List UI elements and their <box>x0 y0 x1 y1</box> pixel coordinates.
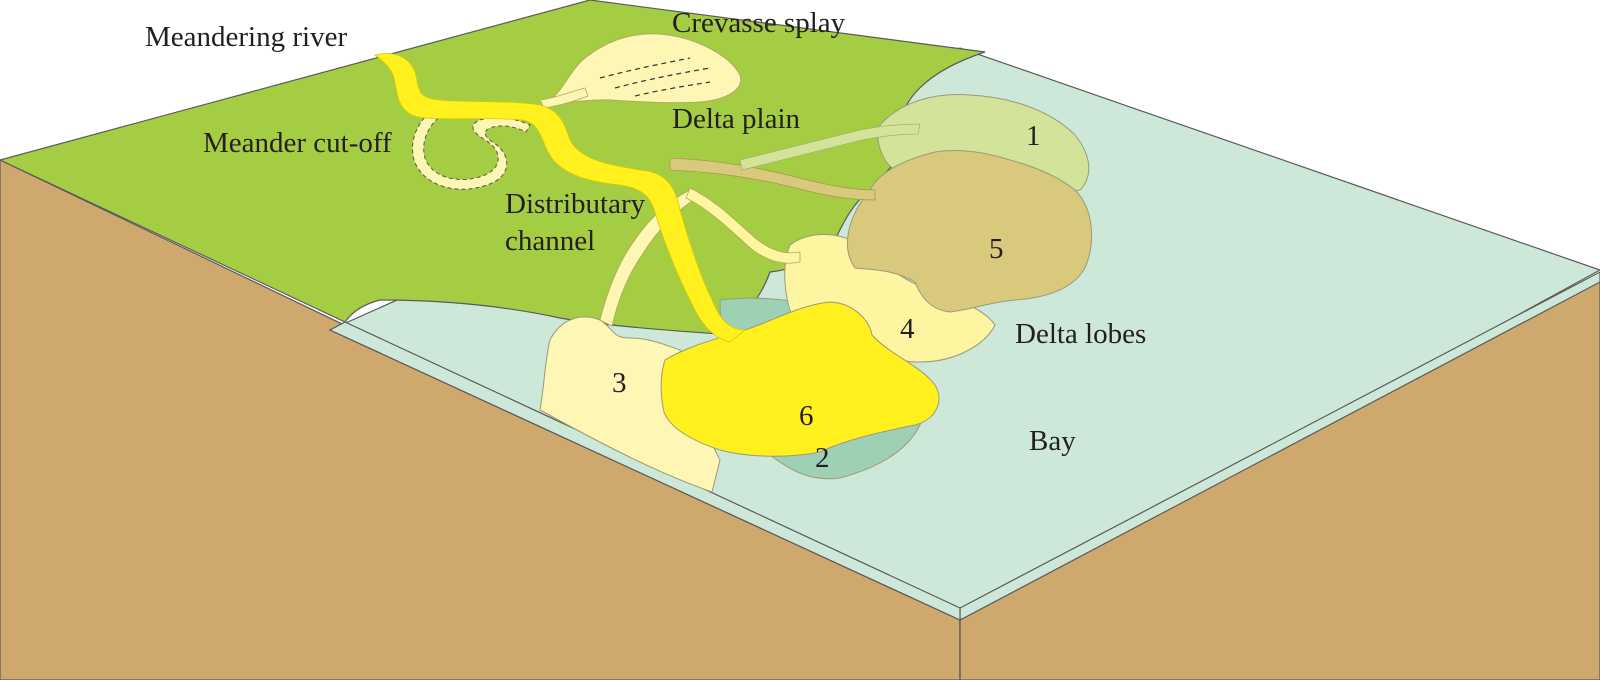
crevasse-splay-lobe <box>548 33 742 104</box>
label-delta-plain: Delta plain <box>672 103 801 135</box>
label-distributary-channel-line2: channel <box>505 225 595 257</box>
crevasse-splay <box>539 33 742 109</box>
lobe-number-5: 5 <box>989 233 1004 265</box>
distributary-channel-to-lobe-4 <box>685 187 801 264</box>
label-bay: Bay <box>1029 425 1076 457</box>
label-meander-cutoff: Meander cut-off <box>203 127 392 159</box>
bay-water-edge-front <box>328 321 961 621</box>
label-meandering-river: Meandering river <box>145 21 347 53</box>
delta-lobes <box>539 94 1093 493</box>
lobe-number-6: 6 <box>799 400 814 432</box>
crevasse-channel <box>539 87 589 109</box>
label-distributary-channel-line1: Distributary <box>505 188 646 220</box>
distributary-channel-to-lobe-5 <box>669 157 876 201</box>
distributary-channel-to-lobe-1 <box>739 123 921 171</box>
lobe-number-4: 4 <box>900 313 915 345</box>
lobe-number-3: 3 <box>612 367 627 399</box>
meander-cutoff-oxbow <box>412 101 531 190</box>
label-delta-lobes: Delta lobes <box>1015 318 1146 350</box>
meandering-river-channel <box>374 53 747 343</box>
lobe-number-2: 2 <box>815 442 830 474</box>
crevasse-splay-hatching <box>599 57 711 97</box>
lobe-number-1: 1 <box>1026 120 1041 152</box>
label-crevasse-splay: Crevasse splay <box>672 7 846 39</box>
delta-lobe-5 <box>846 149 1093 313</box>
